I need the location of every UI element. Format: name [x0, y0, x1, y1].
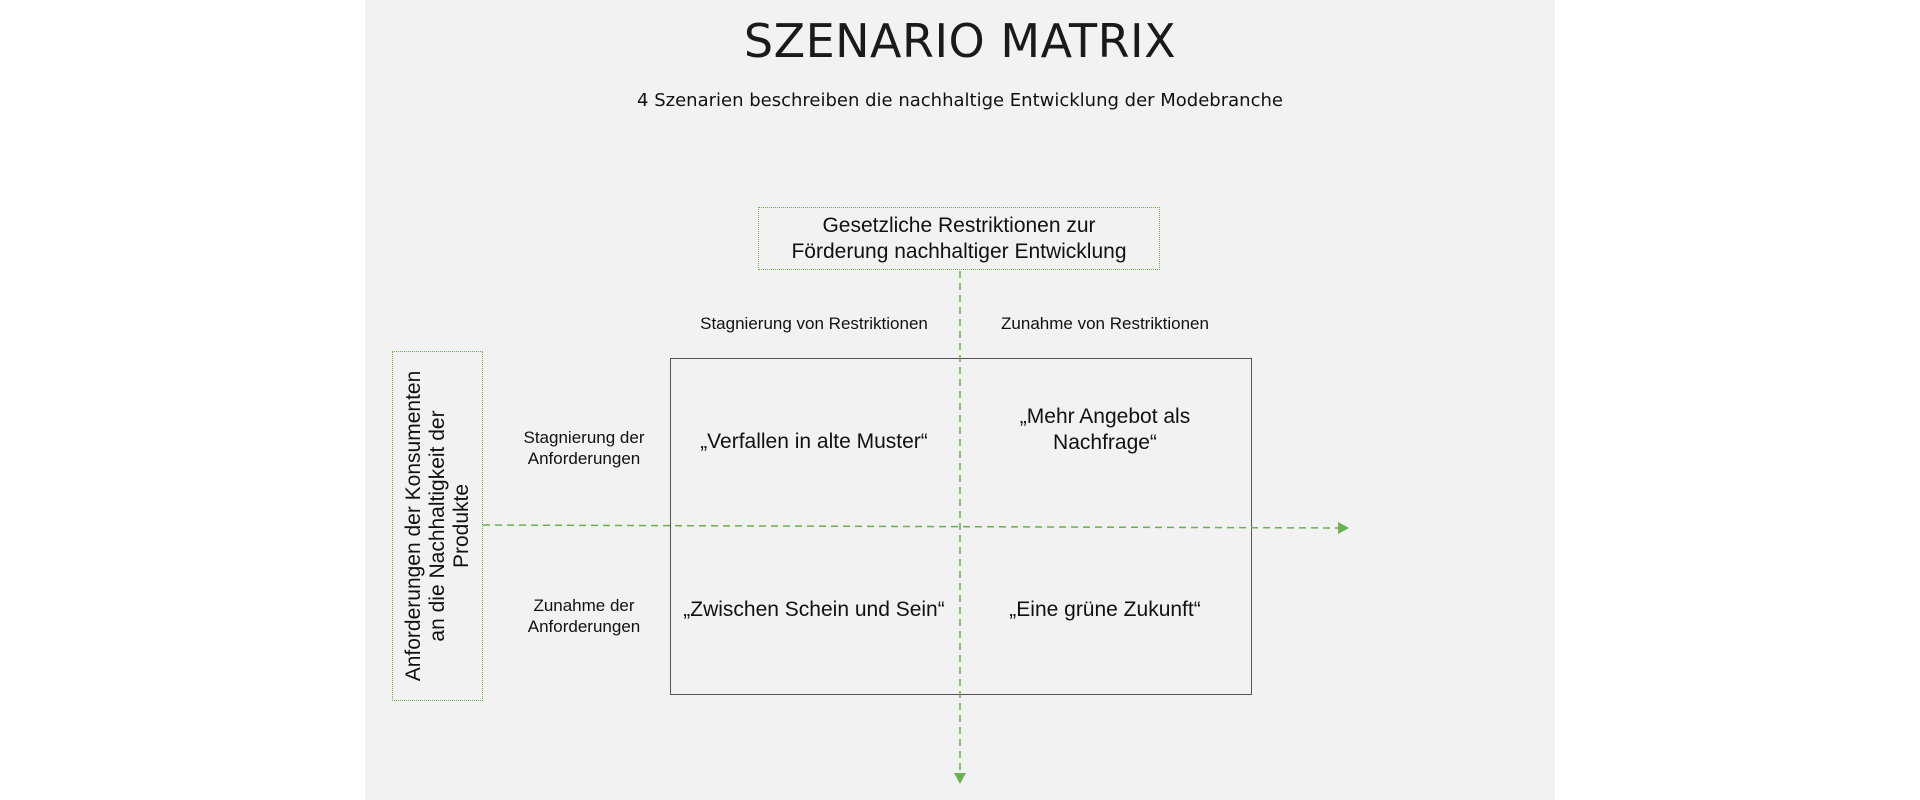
subtitle: 4 Szenarien beschreiben die nachhaltige … — [637, 90, 1283, 111]
x-axis-low-label: Stagnierung von Restriktionen — [700, 314, 928, 333]
scenario-top-right-line: „Mehr Angebot als — [1019, 405, 1191, 428]
horizontal-axis-line — [482, 524, 1341, 529]
x-axis-title-line: Förderung nachhaltiger Entwicklung — [791, 239, 1127, 263]
x-axis-high-label: Zunahme von Restriktionen — [1001, 314, 1209, 333]
y-axis-low-label-line: Stagnierung der — [523, 428, 645, 447]
y-axis-high-label-line: Anforderungen — [527, 617, 641, 636]
y-axis-title-line: Produkte — [449, 483, 473, 569]
scenario-top-right-line: Nachfrage“ — [1053, 431, 1157, 454]
scenario-bottom-right: „Eine grüne Zukunft“ — [1009, 598, 1201, 621]
slide-background — [365, 0, 1555, 800]
vertical-axis-arrow-icon — [954, 773, 966, 784]
page-title: SZENARIO MATRIX — [743, 14, 1177, 68]
scenario-top-left: „Verfallen in alte Muster“ — [700, 430, 928, 453]
scenario-matrix-box — [670, 358, 1252, 695]
y-axis-low-label-line: Anforderungen — [527, 449, 641, 468]
y-axis-title-line: Anforderungen der Konsumenten — [401, 370, 425, 682]
horizontal-axis-arrow-icon — [1338, 522, 1349, 534]
y-axis-title-box: Anforderungen der Konsumenten an die Nac… — [392, 351, 483, 701]
y-axis-title-line: an die Nachhaltigkeit der — [425, 410, 449, 642]
y-axis-high-label-line: Zunahme der — [533, 596, 635, 615]
scenario-bottom-left: „Zwischen Schein und Sein“ — [683, 598, 945, 621]
x-axis-title-line: Gesetzliche Restriktionen zur — [822, 213, 1096, 237]
